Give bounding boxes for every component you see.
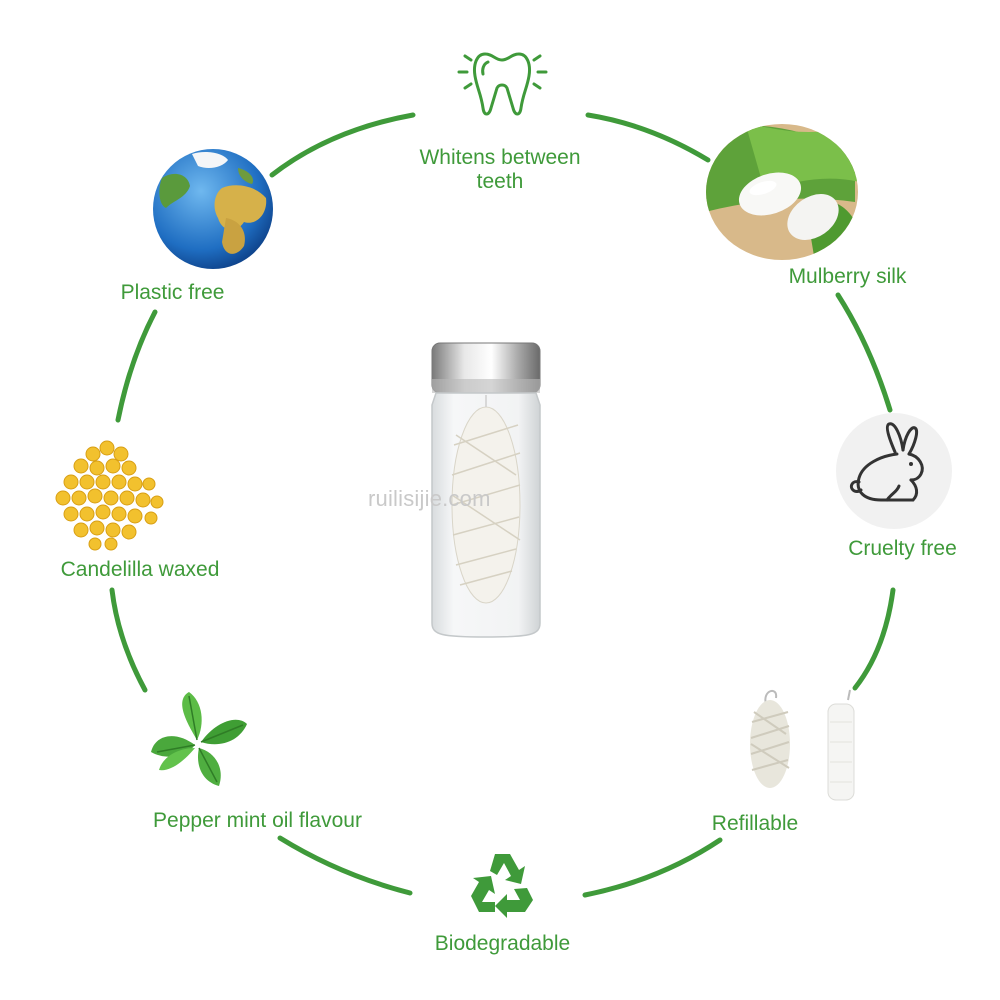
rabbit-icon	[836, 413, 952, 529]
whitens-label: Whitens between teeth	[400, 146, 600, 194]
mulberry-label: Mulberry silk	[788, 265, 907, 288]
mint-leaf-image	[151, 692, 247, 786]
biodegradable-label: Biodegradable	[434, 932, 571, 955]
ring-arc-bottom-left	[277, 835, 413, 896]
globe-image	[153, 149, 273, 269]
floss-refill-image	[750, 689, 855, 801]
wax-pellets-image	[55, 440, 164, 551]
ring-arc-left-upper	[115, 309, 158, 423]
silk-cocoon-image	[706, 124, 858, 260]
whitens-label-line2: teeth	[476, 170, 524, 193]
ring-arc-top-left	[269, 112, 416, 178]
watermark: ruilisijie.com	[368, 486, 491, 511]
ring-arc-right-lower	[852, 587, 896, 691]
ring-arc-bottom-right	[582, 837, 723, 898]
plastic-label: Plastic free	[120, 281, 225, 304]
whitens-label-line1: Whitens between	[419, 146, 581, 169]
cruelty-label: Cruelty free	[848, 537, 957, 560]
ring-arc-top-right	[585, 112, 711, 163]
candelilla-label: Candelilla waxed	[60, 558, 220, 581]
refillable-label: Refillable	[711, 812, 799, 835]
tooth-icon	[457, 52, 548, 116]
ring-arc-left-lower	[109, 587, 148, 693]
recycle-icon	[471, 854, 533, 918]
floss-jar-image	[431, 342, 541, 638]
ring-arc-right-upper	[835, 292, 893, 413]
peppermint-label: Pepper mint oil flavour	[153, 809, 362, 832]
